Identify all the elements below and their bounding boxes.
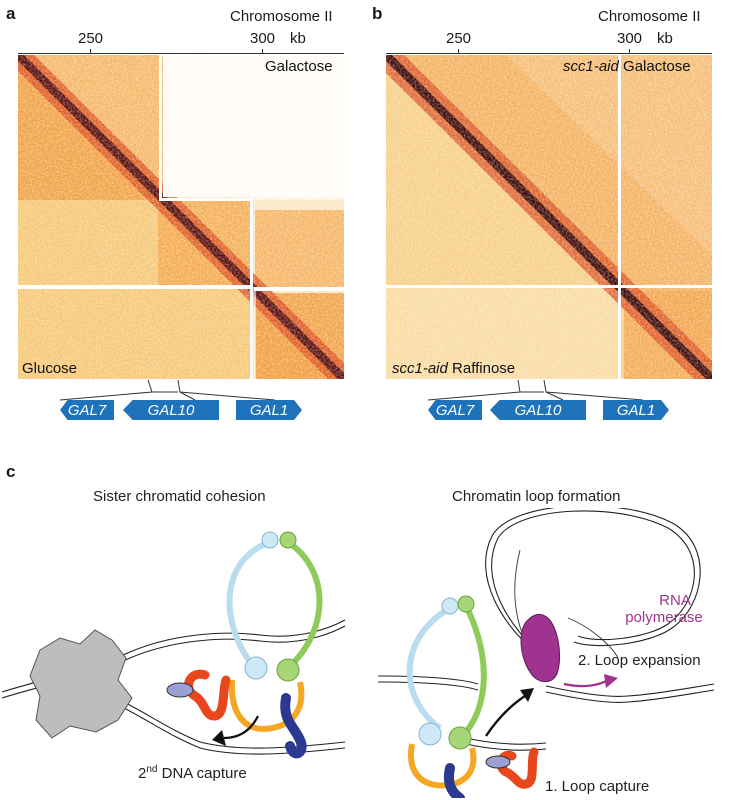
panel-a-axis-line [18,53,344,54]
hinge-blue-right-icon [441,597,459,615]
dna-capture-text: DNA capture [157,765,247,782]
panel-a-tick-mark-250 [90,49,91,54]
rna-polymerase-line1: RNA [659,592,691,609]
cohesion-schematic [1,531,346,759]
panel-b-bottom-label-condition: Raffinose [447,360,516,377]
smc-arm-blue-right [406,605,452,731]
dna-lower-helix [377,675,715,751]
head-green-icon [276,658,300,682]
panel-c-left-title: Sister chromatid cohesion [93,488,266,505]
panel-b-gene-gal7: GAL7 [428,400,482,420]
dna-capture-superscript: nd [146,764,158,775]
panel-b-tick-kb: kb [657,30,673,47]
panel-b-top-label-strain: scc1-aid [563,58,619,75]
panel-a-tick-kb: kb [290,30,306,47]
head-blue-icon [244,656,268,680]
kleisin-cap-right-icon [485,755,511,769]
hinge-green-icon [279,531,297,549]
panel-b-tick-250: 250 [446,30,472,47]
panel-b-letter: b [372,4,383,23]
panel-c-right-title: Chromatin loop formation [452,488,621,505]
panel-a-glucose-label: Glucose [22,360,78,377]
kleisin-cap-icon [166,682,194,698]
replisome-blob [29,629,133,739]
rna-polymerase-shape [520,613,561,683]
dna-capture-label: 2nd DNA capture [138,764,247,782]
capture-arrow-icon [223,715,259,740]
panel-a-tick-250: 250 [78,30,104,47]
loop-expansion-arrow-icon [563,679,609,688]
loop-capture-arrow-icon [485,692,529,737]
panel-b-tick-300: 300 [617,30,643,47]
loop-capture-label: 1. Loop capture [545,778,650,795]
loop-schematic [377,508,715,798]
panel-a-chromosome-label: Chromosome II [230,8,333,25]
panel-b-gene-connectors [427,379,644,401]
panel-a-tick-mark-300 [262,49,263,54]
panel-b-top-label-condition: Galactose [618,58,691,75]
hinge-navy-hook-right [444,763,465,798]
rna-polymerase-line2: polymerase [625,609,703,626]
panel-a-tick-300: 300 [250,30,276,47]
panel-b-tick-mark-300 [629,49,630,54]
hinge-green-right-icon [457,595,475,613]
panel-a-gene-gal7: GAL7 [60,400,114,420]
dna-capture-number: 2 [138,765,147,782]
panel-a-gene-gal1: GAL1 [236,400,302,420]
kleisin-red [184,669,231,721]
hinge-blue-icon [261,531,279,549]
rna-polymerase-label: RNA polymerase [620,592,730,626]
loader-orange [228,679,305,732]
panel-c-letter: c [6,462,16,481]
panel-b-axis-line [386,53,712,54]
panel-b-top-label: scc1-aid Galactose [563,58,691,75]
kleisin-red-right [496,747,539,789]
panel-a-heatmap-svg [18,55,344,379]
head-blue-right-icon [418,722,442,746]
panel-b-gene-gal10: GAL10 [490,400,586,420]
smc-arm-green-right [461,604,487,737]
panel-a-gene-gal10: GAL10 [123,400,219,420]
loader-orange-right [408,743,477,789]
head-green-right-icon [448,726,472,750]
smc-arm-blue [226,539,272,664]
loop-expansion-label: 2. Loop expansion [578,652,701,669]
panel-a-galactose-label: Galactose [265,58,333,75]
dna-loop-helix [485,508,701,659]
panel-b-heatmap-svg [386,55,712,379]
panel-b-chromosome-label: Chromosome II [598,8,701,25]
panel-b-heatmap [386,55,712,379]
panel-b-bottom-label: scc1-aid Raffinose [392,360,515,377]
panel-a-gene-connectors [59,379,276,401]
panel-b-bottom-label-strain: scc1-aid [392,360,448,377]
smc-arm-green [285,539,323,671]
panel-b-gene-gal1: GAL1 [603,400,669,420]
panel-a-heatmap [18,55,344,379]
panel-b-tick-mark-250 [458,49,459,54]
hinge-navy-hook [280,693,307,759]
panel-a-letter: a [6,4,16,23]
